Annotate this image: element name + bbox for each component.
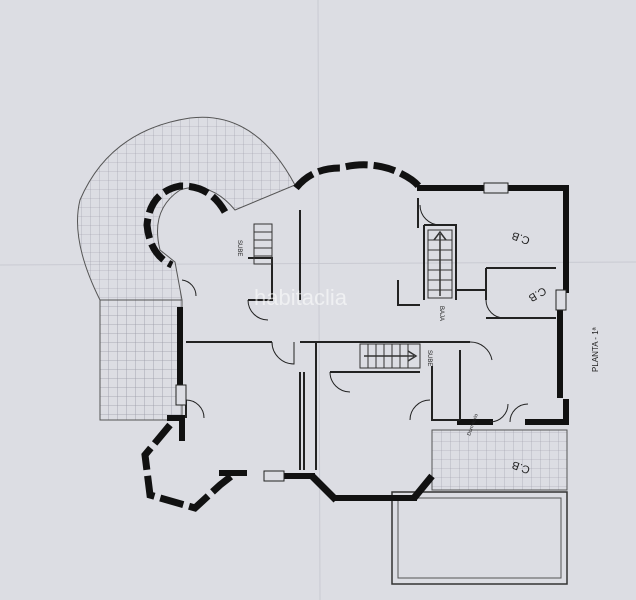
watermark: habitaclia (254, 285, 348, 310)
door-swings (181, 204, 529, 423)
patio-tiled-area (431, 429, 568, 491)
sube-label-middle: SUBE (426, 350, 432, 366)
window-openings (175, 182, 567, 482)
stair-upper-center (427, 229, 453, 299)
top-bay-wall (293, 161, 423, 191)
cb-label-right: C.B (526, 284, 548, 304)
cb-label-top: C.B (510, 229, 531, 247)
plan-title: PLANTA - 1ª (591, 327, 600, 372)
round-tower-wall (143, 182, 229, 269)
baja-label: BAJA (438, 306, 444, 321)
cb-label-patio: C.B (510, 458, 531, 476)
stair-middle (359, 343, 421, 369)
terrace-tiled-area-lower (99, 299, 183, 421)
lower-left-bay-wall (141, 422, 237, 512)
patio-outline-inner (397, 497, 562, 579)
stair-upper-left (253, 223, 273, 265)
interior-walls (185, 198, 556, 470)
central-bay-wall (309, 473, 435, 503)
patio-outline (391, 491, 568, 585)
outer-walls (167, 185, 569, 501)
sube-label-upper: SUBE (236, 240, 242, 256)
